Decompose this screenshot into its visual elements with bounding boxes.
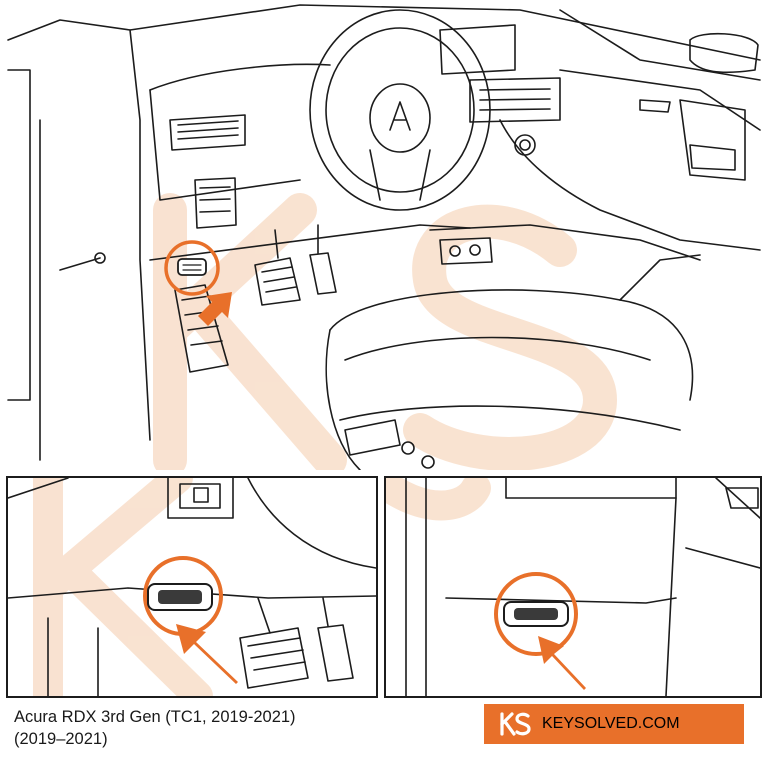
- brand-name: KEYSOLVED: [542, 715, 638, 732]
- detail-panel-obd-port: [384, 476, 762, 698]
- arrow-icon: [176, 624, 238, 684]
- brand-domain: .COM: [637, 715, 680, 732]
- detail-panel-driver-footwell: [6, 476, 378, 698]
- highlight-circle-icon: [494, 572, 578, 656]
- arrow-icon: [198, 292, 232, 326]
- highlight-circle-icon: [164, 240, 220, 296]
- vehicle-caption: Acura RDX 3rd Gen (TC1, 2019-2021) (2019…: [14, 706, 454, 750]
- obd-port-icon: [177, 258, 207, 276]
- ks-monogram-icon: [500, 712, 531, 736]
- caption-years: (2019–2021): [14, 730, 108, 748]
- arrow-icon: [538, 636, 586, 690]
- main-interior-illustration: [7, 4, 761, 470]
- brand-badge: KEYSOLVED .COM: [484, 704, 744, 744]
- caption-model: Acura RDX 3rd Gen (TC1, 2019-2021): [14, 708, 296, 726]
